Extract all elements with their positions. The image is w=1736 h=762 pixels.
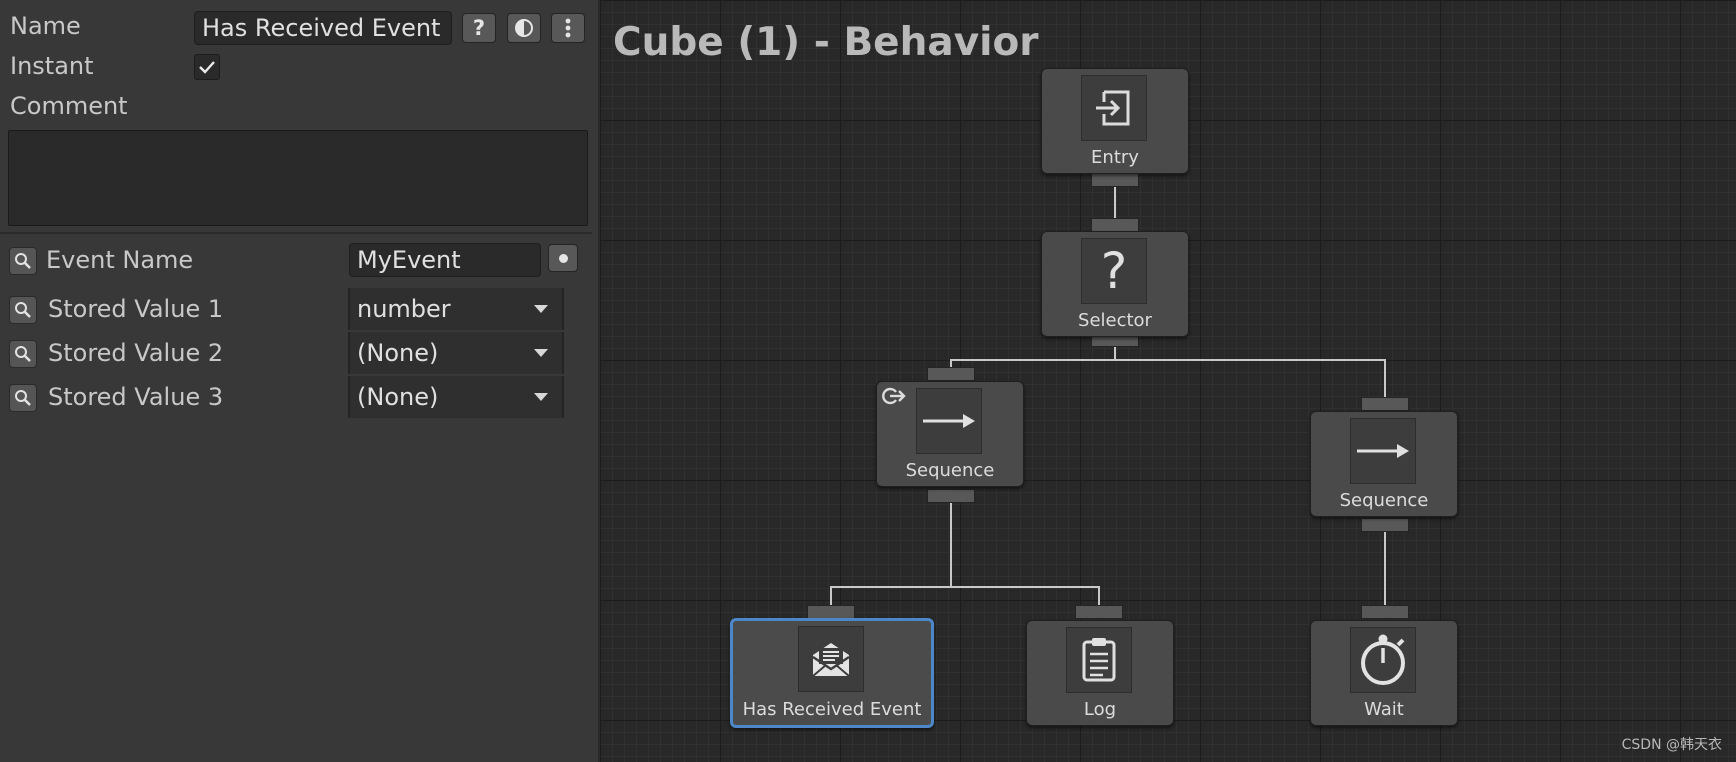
event-name-variable-button[interactable] <box>9 247 37 275</box>
chevron-down-icon <box>534 393 548 401</box>
sequence-right-output-port[interactable] <box>1361 518 1409 532</box>
connection-line <box>950 502 952 587</box>
stopwatch-icon <box>1350 627 1416 693</box>
stored-value-2-selected: (None) <box>357 339 439 367</box>
node-log-label: Log <box>1083 699 1117 720</box>
node-log[interactable]: Log <box>1026 620 1174 726</box>
more-options-button[interactable] <box>551 13 585 43</box>
connection-line <box>1114 187 1116 219</box>
node-sequence-right[interactable]: Sequence <box>1310 411 1458 517</box>
name-label: Name <box>10 12 81 40</box>
instant-label: Instant <box>10 52 94 80</box>
chevron-down-icon <box>534 305 548 313</box>
connection-line <box>950 359 952 369</box>
stored-value-3-selected: (None) <box>357 383 439 411</box>
contrast-icon <box>515 19 533 37</box>
magnifier-icon <box>15 302 31 318</box>
connection-line <box>1114 346 1116 360</box>
stored-value-1-label: Stored Value 1 <box>48 295 224 323</box>
selector-input-port[interactable] <box>1091 218 1139 232</box>
node-wait-label: Wait <box>1364 699 1404 720</box>
sequence-left-input-port[interactable] <box>927 367 975 381</box>
watermark: CSDN @韩天衣 <box>1621 737 1722 753</box>
inspector-panel: Name Has Received Event ? Instant Commen… <box>0 0 600 762</box>
behavior-graph-canvas[interactable]: Cube (1) - Behavior Entry ? Selector <box>600 0 1736 762</box>
wait-input-port[interactable] <box>1361 605 1409 619</box>
event-name-label: Event Name <box>46 246 194 274</box>
node-sequence-right-label: Sequence <box>1339 490 1429 511</box>
connection-line <box>830 586 1100 588</box>
stored-value-2-dropdown[interactable]: (None) <box>348 332 564 374</box>
connection-line <box>1384 359 1386 399</box>
sequence-left-output-port[interactable] <box>927 489 975 503</box>
repeat-icon <box>882 387 906 405</box>
section-divider <box>0 232 592 234</box>
clipboard-icon <box>1066 627 1132 693</box>
entry-output-port[interactable] <box>1091 173 1139 187</box>
event-name-options-button[interactable] <box>548 244 578 272</box>
comment-label: Comment <box>10 92 128 120</box>
more-vertical-icon <box>565 18 571 38</box>
node-wait[interactable]: Wait <box>1310 620 1458 726</box>
node-has-received-event-label: Has Received Event <box>742 699 922 720</box>
stored-value-1-variable-button[interactable] <box>9 296 37 324</box>
stored-value-3-label: Stored Value 3 <box>48 383 224 411</box>
comment-textarea[interactable] <box>8 130 588 226</box>
help-button[interactable]: ? <box>462 13 496 43</box>
magnifier-icon <box>15 346 31 362</box>
has-received-event-input-port[interactable] <box>807 605 855 619</box>
chevron-down-icon <box>534 349 548 357</box>
sequence-right-input-port[interactable] <box>1361 397 1409 411</box>
dot-icon <box>558 253 568 263</box>
stored-value-1-selected: number <box>357 295 451 323</box>
envelope-icon <box>798 626 864 692</box>
node-sequence-left[interactable]: Sequence <box>876 381 1024 487</box>
name-field[interactable]: Has Received Event <box>194 11 452 45</box>
node-sequence-left-label: Sequence <box>905 460 995 481</box>
instant-checkbox[interactable] <box>194 54 220 80</box>
node-has-received-event[interactable]: Has Received Event <box>730 618 934 728</box>
graph-title: Cube (1) - Behavior <box>613 20 1039 65</box>
stored-value-2-label: Stored Value 2 <box>48 339 224 367</box>
question-icon: ? <box>1081 238 1147 304</box>
stored-value-1-dropdown[interactable]: number <box>348 288 564 330</box>
entry-icon <box>1081 75 1147 141</box>
event-name-field[interactable]: MyEvent <box>349 243 541 277</box>
node-selector-label: Selector <box>1078 310 1152 331</box>
log-input-port[interactable] <box>1075 605 1123 619</box>
connection-line <box>950 359 1386 361</box>
checkmark-icon <box>199 61 215 74</box>
magnifier-icon <box>15 253 31 269</box>
arrow-right-icon <box>1350 418 1416 484</box>
connection-line <box>830 586 832 606</box>
magnifier-icon <box>15 390 31 406</box>
arrow-right-icon <box>916 388 982 454</box>
stored-value-3-variable-button[interactable] <box>9 384 37 412</box>
contrast-button[interactable] <box>507 13 541 43</box>
connection-line <box>1384 532 1386 606</box>
connection-line <box>1098 586 1100 606</box>
stored-value-2-variable-button[interactable] <box>9 340 37 368</box>
stored-value-3-dropdown[interactable]: (None) <box>348 376 564 418</box>
help-icon: ? <box>472 16 486 40</box>
node-selector[interactable]: ? Selector <box>1041 231 1189 337</box>
node-entry-label: Entry <box>1091 147 1139 168</box>
node-entry[interactable]: Entry <box>1041 68 1189 174</box>
